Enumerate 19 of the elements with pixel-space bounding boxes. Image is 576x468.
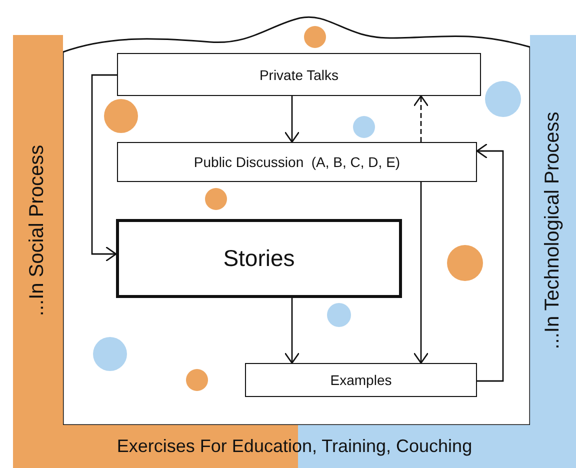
bar-label: ...In Technological Process	[542, 111, 564, 349]
process-box	[117, 142, 477, 182]
arrow	[91, 74, 117, 262]
arrow	[413, 95, 429, 142]
process-box	[116, 219, 402, 298]
arrow	[284, 298, 300, 364]
arrow	[284, 96, 300, 143]
box-label: Examples	[330, 372, 392, 388]
bar-label: ...In Social Process	[26, 144, 50, 316]
bottom-band	[13, 425, 576, 468]
box-label: Stories	[223, 245, 295, 272]
box-label: Private Talks	[259, 66, 339, 82]
process-box	[117, 53, 481, 96]
side-bar	[13, 35, 63, 425]
side-bar	[530, 35, 576, 425]
arrow	[476, 143, 504, 382]
process-box	[245, 363, 477, 397]
arrow	[413, 182, 429, 364]
box-label: Public Discussion (A, B, C, D, E)	[194, 154, 400, 170]
